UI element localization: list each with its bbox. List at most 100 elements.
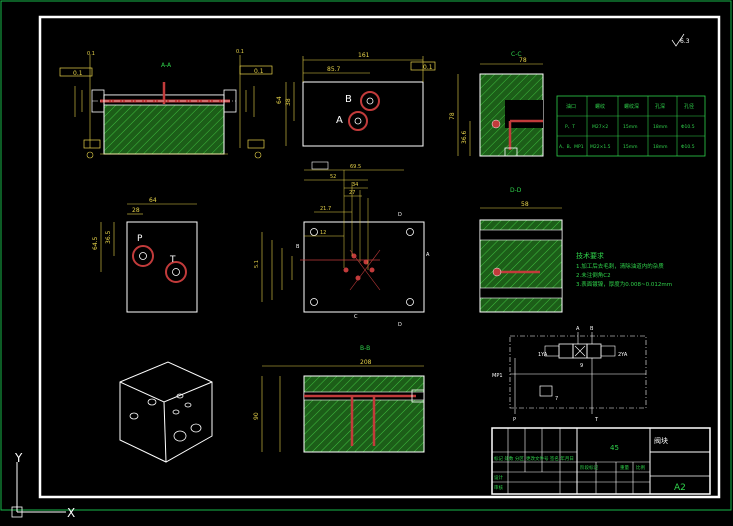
section-bb-body — [303, 375, 425, 453]
gdt-value-top-left: 0.1 — [87, 51, 95, 57]
dim-front-l6: 5.1 — [254, 260, 260, 268]
schematic-p-label: P — [513, 417, 516, 423]
surface-roughness-symbol: 6.3 — [680, 38, 690, 45]
coil-1ya-label: 1YA — [538, 352, 548, 358]
ucs-y-label: Y — [14, 451, 23, 465]
table-cell: 15mm — [623, 144, 638, 150]
valve-number-9: 9 — [580, 363, 583, 369]
port-a-label: A — [336, 115, 343, 126]
table-cell: 15mm — [623, 124, 638, 130]
table-header: 油口 — [566, 103, 576, 110]
table-cell: M27×2 — [592, 124, 608, 130]
ucs-x-label: X — [67, 506, 75, 520]
dim-side-h2: 38 — [285, 98, 292, 106]
dim-front-l1: 52 — [330, 174, 336, 180]
table-header: 孔深 — [655, 103, 665, 110]
section-bb-label: B-B — [360, 345, 370, 352]
section-d-mark: D — [398, 212, 402, 218]
port-thread-table: 油口 螺纹 螺纹深 孔深 孔径 P、T M27×2 15mm 18mm Φ10.… — [556, 95, 706, 157]
gdt-frame-top-view — [410, 61, 436, 71]
title-label-ratio: 比例 — [636, 464, 645, 471]
dim-left-top: 64 — [149, 197, 157, 204]
section-c-mark: C — [354, 314, 358, 320]
dim-front-l3: 27 — [349, 190, 355, 196]
hydraulic-schematic: 1YA 2YA A B 9 MP1 7 P T — [492, 326, 647, 423]
section-a-mark: A — [426, 252, 430, 258]
section-b-mark: B — [296, 244, 300, 250]
tech-notes-title: 技术要求 — [576, 251, 604, 260]
drawing-name: 阀块 — [654, 436, 668, 445]
port-b-label: B — [345, 94, 352, 105]
table-cell: Φ10.5 — [681, 124, 695, 130]
revision-row-mid: 更改文件号 签名 年月日 — [526, 455, 574, 462]
table-cell: P、T — [565, 124, 575, 130]
table-cell: Φ10.5 — [681, 144, 695, 150]
front-view-body — [303, 221, 425, 313]
gdt-value-top-view: 0.1 — [423, 64, 433, 71]
top-view: B A 161 85.7 64 38 0.1 — [276, 52, 436, 147]
revision-row-left: 标记 处数 分区 — [494, 455, 524, 462]
dim-front-width: 69.5 — [350, 164, 361, 170]
tech-note-line: 2.未注倒角C2 — [576, 271, 611, 279]
section-cc-view: C-C 78 78 36.6 — [449, 51, 544, 157]
dim-front-l2: 34 — [352, 182, 358, 188]
gdt-frame-right — [239, 65, 273, 75]
left-view-body — [126, 221, 198, 313]
section-dd-view: D-D 58 — [479, 187, 563, 313]
gdt-frame-left — [59, 67, 93, 77]
dim-cc-left: 78 — [449, 112, 456, 120]
table-header: 螺纹 — [595, 103, 605, 110]
table-header: 螺纹深 — [624, 103, 639, 110]
isometric-view — [119, 361, 213, 463]
section-aa-label: A-A — [161, 62, 172, 69]
title-label-stage: 阶段标记 — [580, 464, 598, 471]
valve-number-7: 7 — [555, 396, 558, 402]
inner-frame — [38, 15, 721, 499]
top-view-body — [302, 81, 424, 147]
technical-requirements: 技术要求 1.加工后去毛刺，清除油道内的杂质 2.未注倒角C2 3.表面镀镍，厚… — [576, 251, 672, 288]
dim-bottom-width: 208 — [360, 359, 372, 366]
gdt-value-right: 0.1 — [254, 68, 264, 75]
tech-note-line: 3.表面镀镍，厚度为0.008~0.012mm — [576, 280, 672, 288]
dim-left-sub: 28 — [132, 207, 140, 214]
port-t-label: T — [169, 255, 176, 265]
section-aa-view: A-A 0.1 0.1 0.1 0.1 — [59, 49, 273, 159]
table-cell: 18mm — [653, 144, 668, 150]
dim-bottom-height: 90 — [253, 412, 260, 420]
outer-frame — [0, 0, 732, 511]
gdt-value-top-right: 0.1 — [236, 49, 244, 55]
dim-side-h1: 64 — [276, 96, 283, 104]
section-cc-label: C-C — [511, 51, 522, 58]
schematic-b-label: B — [590, 326, 594, 332]
front-view: 69.5 52 34 27 21.7 12 5.1 D D A C B — [254, 161, 430, 328]
table-cell: M22×1.5 — [590, 144, 611, 150]
table-cell: 18mm — [653, 124, 668, 130]
dim-top-sub: 85.7 — [327, 66, 341, 73]
title-block: 阀块 45 A2 标记 处数 分区 更改文件号 签名 年月日 设计 审核 阶段标… — [491, 427, 711, 495]
dim-front-l5: 12 — [320, 230, 326, 236]
left-side-view: P T 64 28 64.5 36.5 — [92, 197, 198, 313]
schematic-a-label: A — [576, 326, 580, 332]
dim-top-width: 161 — [358, 52, 370, 59]
schematic-t-label: T — [594, 417, 599, 423]
title-label-design: 设计 — [494, 474, 503, 481]
sheet-size: A2 — [674, 483, 686, 493]
dim-cc-top: 78 — [519, 57, 527, 64]
section-dd-label: D-D — [510, 187, 522, 194]
dim-dd-top: 58 — [521, 201, 529, 208]
dim-left-h1: 64.5 — [92, 236, 99, 250]
schematic-mp1-label: MP1 — [492, 373, 503, 379]
dim-left-h2: 36.5 — [105, 230, 112, 244]
gdt-value-left: 0.1 — [73, 70, 83, 77]
port-p-label: P — [137, 234, 143, 244]
table-cell: A、B、MP1 — [559, 144, 584, 150]
tech-note-line: 1.加工后去毛刺，清除油道内的杂质 — [576, 262, 664, 270]
section-d-mark: D — [398, 322, 402, 328]
dim-front-l4: 21.7 — [320, 206, 331, 212]
section-bb-view: B-B 208 90 — [253, 345, 425, 453]
title-label-review: 审核 — [494, 484, 503, 491]
title-scale: 45 — [610, 444, 619, 452]
ucs-icon: Y X — [11, 451, 75, 520]
